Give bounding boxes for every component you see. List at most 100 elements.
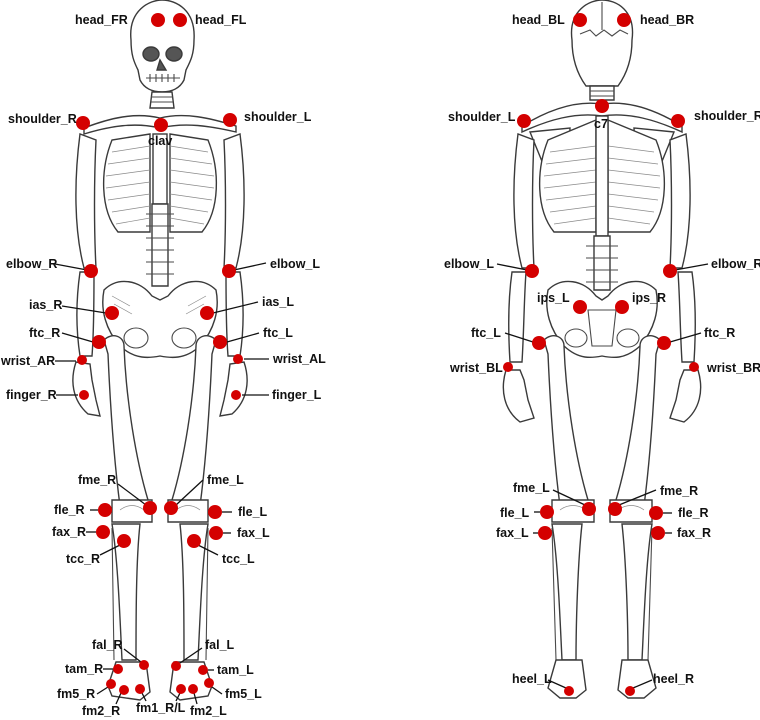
leader-line-ftc_R	[669, 332, 702, 343]
marker-label-head_BL: head_BL	[512, 13, 565, 27]
posterior-skeleton	[502, 0, 702, 699]
leader-line-tcc_L	[197, 544, 219, 556]
leader-line-fme_R	[117, 483, 147, 506]
marker-dot-fm2_R	[119, 685, 129, 695]
marker-label-fal_L: fal_L	[205, 638, 235, 652]
marker-dot-head_FL	[173, 13, 187, 27]
leader-line-fal_R	[123, 648, 142, 663]
leader-line-elbow_R	[54, 263, 88, 271]
marker-dot-fle_R	[649, 506, 663, 520]
marker-label-tam_L: tam_L	[217, 663, 254, 677]
marker-dot-wrist_AL	[233, 354, 243, 364]
leader-line-fal_L	[179, 647, 203, 664]
marker-label-shoulder_R: shoulder_R	[694, 109, 760, 123]
marker-dot-fme_R	[608, 502, 622, 516]
leader-line-fm5_L	[211, 686, 223, 695]
marker-dot-tcc_R	[117, 534, 131, 548]
leader-line-fm1_R	[141, 692, 147, 702]
leader-line-fm5_R	[96, 686, 109, 695]
marker-label-ias_R: ias_R	[29, 298, 62, 312]
marker-dot-fm1_R	[135, 684, 145, 694]
marker-dot-ftc_R	[657, 336, 671, 350]
marker-dot-tam_R	[113, 664, 123, 674]
marker-label-shoulder_L: shoulder_L	[244, 110, 312, 124]
marker-label-fm1_L: fm1_R/L	[136, 701, 186, 715]
marker-label-head_BR: head_BR	[640, 13, 694, 27]
marker-dot-shoulder_R	[671, 114, 685, 128]
marker-dot-ips_L	[573, 300, 587, 314]
marker-label-ftc_R: ftc_R	[29, 326, 60, 340]
marker-dot-clav	[154, 118, 168, 132]
marker-dot-ftc_L	[213, 335, 227, 349]
marker-dot-fax_L	[538, 526, 552, 540]
marker-dot-ftc_L	[532, 336, 546, 350]
marker-dot-ftc_R	[92, 335, 106, 349]
marker-label-clav: clav	[148, 134, 172, 148]
marker-dot-fle_R	[98, 503, 112, 517]
marker-dot-fle_L	[208, 505, 222, 519]
leader-line-heel_L	[547, 679, 567, 689]
marker-dot-fm1_L	[176, 684, 186, 694]
marker-label-finger_R: finger_R	[6, 388, 57, 402]
marker-label-fm5_R: fm5_R	[57, 687, 95, 701]
marker-label-fme_R: fme_R	[78, 473, 116, 487]
marker-dot-finger_L	[231, 390, 241, 400]
marker-label-heel_R: heel_R	[653, 672, 694, 686]
marker-label-ips_L: ips_L	[537, 291, 570, 305]
marker-dot-finger_R	[79, 390, 89, 400]
marker-dot-fal_R	[139, 660, 149, 670]
marker-dot-fal_L	[171, 661, 181, 671]
marker-dot-elbow_R	[84, 264, 98, 278]
marker-dot-fme_L	[164, 501, 178, 515]
marker-dot-head_FR	[151, 13, 165, 27]
leader-line-heel_R	[632, 679, 653, 689]
marker-dot-head_BL	[573, 13, 587, 27]
leader-line-fme_R	[618, 489, 657, 506]
marker-label-fax_R: fax_R	[677, 526, 711, 540]
marker-label-ftc_L: ftc_L	[263, 326, 293, 340]
marker-dot-shoulder_L	[517, 114, 531, 128]
marker-dot-ips_R	[615, 300, 629, 314]
leader-line-fme_L	[552, 489, 586, 506]
marker-dot-fm5_L	[204, 678, 214, 688]
marker-dot-shoulder_R	[76, 116, 90, 130]
marker-label-fm2_R: fm2_R	[82, 704, 120, 718]
marker-label-fme_R: fme_R	[660, 484, 698, 498]
leader-line-elbow_L	[496, 263, 528, 271]
marker-label-fle_R: fle_R	[54, 503, 85, 517]
marker-label-head_FR: head_FR	[75, 13, 128, 27]
marker-label-fm5_L: fm5_L	[225, 687, 262, 701]
marker-label-ias_L: ias_L	[262, 295, 294, 309]
marker-label-ftc_R: ftc_R	[704, 326, 735, 340]
marker-label-finger_L: finger_L	[272, 388, 322, 402]
marker-dot-fm2_L	[188, 684, 198, 694]
marker-label-fax_R: fax_R	[52, 525, 86, 539]
marker-label-tam_R: tam_R	[65, 662, 103, 676]
marker-label-tcc_L: tcc_L	[222, 552, 255, 566]
marker-dot-tcc_L	[187, 534, 201, 548]
leader-line-elbow_R	[674, 263, 709, 271]
marker-label-head_FL: head_FL	[195, 13, 247, 27]
marker-label-fle_L: fle_L	[238, 505, 268, 519]
leader-line-fm2_L	[193, 692, 198, 705]
marker-dot-fme_R	[143, 501, 157, 515]
marker-dot-shoulder_L	[223, 113, 237, 127]
marker-label-tcc_R: tcc_R	[66, 552, 100, 566]
marker-label-fme_L: fme_L	[513, 481, 550, 495]
marker-dot-fle_L	[540, 505, 554, 519]
marker-dot-wrist_BR	[689, 362, 699, 372]
marker-label-elbow_R: elbow_R	[6, 257, 57, 271]
marker-label-fle_L: fle_L	[500, 506, 530, 520]
leader-line-fm1_L	[175, 692, 181, 702]
marker-dot-ias_R	[105, 306, 119, 320]
marker-dot-tam_L	[198, 665, 208, 675]
marker-label-fme_L: fme_L	[207, 473, 244, 487]
leader-line-ias_R	[61, 305, 107, 314]
marker-label-heel_L: heel_L	[512, 672, 552, 686]
marker-label-shoulder_L: shoulder_L	[448, 110, 516, 124]
leader-line-elbow_L	[233, 262, 267, 271]
marker-label-fm2_L: fm2_L	[190, 704, 227, 718]
